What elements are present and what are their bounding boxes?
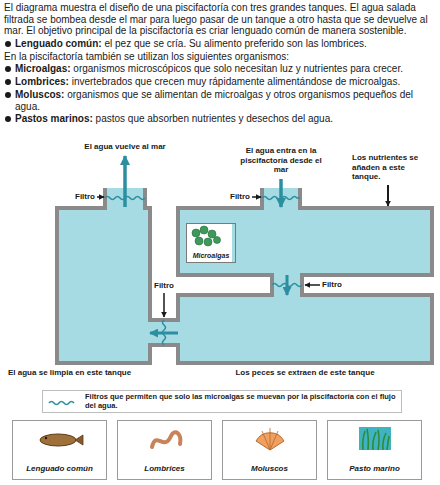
filter-label: Filtro [210, 192, 250, 202]
organism-card: Moluscos [222, 420, 317, 480]
flatfish-icon [40, 434, 83, 446]
seagrass-icon [359, 427, 391, 450]
flow-label: El agua entra en la piscifactoría desde … [239, 146, 323, 175]
node-label: Lenguado común [13, 464, 106, 473]
tank-water [178, 208, 432, 275]
tank-caption: El agua se limpia en este tanque [8, 368, 178, 378]
definition: pastos que absorben nutrientes y desecho… [93, 113, 333, 124]
shell-icon [256, 428, 284, 450]
water-flow-arrow [286, 275, 289, 295]
intro-text: El diagrama muestra el diseño de una pis… [4, 2, 436, 126]
water-flow-arrow [150, 332, 178, 335]
legend-filter-sample [47, 397, 77, 407]
node-label: Lombrices [118, 464, 211, 473]
filter-label: Filtro [55, 192, 95, 202]
horizontal-pipe [148, 320, 180, 345]
bullet-item: Microalgas: organismos microscópicos que… [4, 63, 436, 75]
leader-arrow [97, 196, 104, 198]
definition: organismos microscópicos que solo necesi… [71, 63, 403, 74]
tank-caption: Los peces se extraen de este tanque [178, 368, 432, 378]
bullet-item: Lombrices: invertebrados que crecen muy … [4, 76, 436, 88]
tank-outline [57, 208, 150, 363]
nutrient-arrow [387, 185, 389, 206]
tank-wall [178, 295, 432, 363]
bullet-item: Lenguado común: el pez que se cría. Su a… [4, 38, 436, 50]
organism-card: Lombrices [117, 420, 212, 480]
legend-text: Filtros que permiten que solo las microa… [85, 393, 397, 410]
bullet-dot [5, 66, 11, 72]
node-label: Moluscos [223, 464, 316, 473]
worm-icon [152, 432, 180, 447]
node-label: Microalgas [187, 252, 235, 260]
tank-wall [57, 208, 150, 363]
term: Pastos marinos: [15, 113, 93, 124]
leader-arrow [305, 284, 320, 286]
flow-label: El agua vuelve al mar [70, 142, 180, 152]
term: Moluscos: [15, 89, 64, 100]
term: Microalgas: [15, 63, 71, 74]
bullet-item: Pastos marinos: pastos que absorben nutr… [4, 113, 436, 125]
node-label: Pasto marino [328, 464, 421, 473]
vertical-pipe [272, 273, 302, 297]
leader-arrow [252, 196, 261, 198]
tank-outline [178, 208, 432, 275]
water-out-arrow [123, 156, 127, 207]
tank-box: Los peces se extraen de este tanque [178, 295, 432, 363]
bullet-dot [5, 41, 11, 47]
intro-paragraph: En la piscifactoría también se utilizan … [4, 51, 436, 63]
bullet-dot [5, 92, 11, 98]
definition: invertebrados que crecen muy rápidamente… [69, 76, 400, 87]
legend-box: Filtros que permiten que solo las microa… [42, 390, 402, 413]
tank-box: MicroalgasLos nutrientes se añaden a est… [178, 208, 432, 275]
term: Lombrices: [15, 76, 69, 87]
organism-card: Pasto marino [327, 420, 422, 480]
filter-label: Filtro [150, 281, 178, 291]
tank-wall [178, 208, 432, 275]
tank-box: El agua se limpia en este tanque [57, 208, 150, 363]
microalgae-icon [192, 226, 221, 246]
tank-water [57, 208, 432, 363]
algae-box: Microalgas [186, 223, 236, 263]
bullet-dot [5, 79, 11, 85]
leader-arrow [163, 293, 165, 317]
water-in-arrow [279, 179, 283, 207]
organism-card: Lenguado común [12, 420, 107, 480]
bullet-dot [5, 116, 11, 122]
definition: el pez que se cría. Su alimento preferid… [102, 38, 367, 49]
filter-label: Filtro [322, 280, 362, 290]
term: Lenguado común: [15, 38, 102, 49]
tank-water [57, 208, 150, 363]
tank-outline [178, 295, 432, 363]
tank-water [178, 295, 432, 363]
definition: organismos que se alimentan de microalga… [15, 89, 413, 112]
tank-caption: Los nutrientes se añaden a este tanque. [352, 153, 432, 182]
legend-entry: Filtros que permiten que solo las microa… [47, 393, 397, 410]
bullet-item: Moluscos: organismos que se alimentan de… [4, 89, 436, 112]
intro-paragraph: El diagrama muestra el diseño de una pis… [4, 2, 436, 37]
